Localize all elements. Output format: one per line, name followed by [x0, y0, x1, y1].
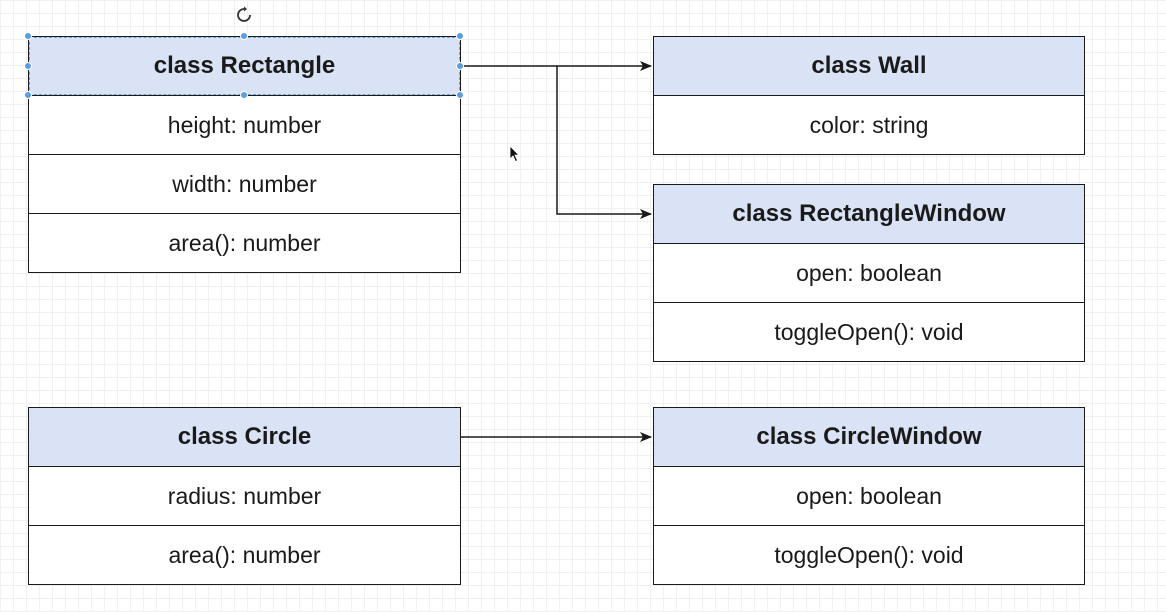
- class-wall-member[interactable]: color: string: [654, 95, 1084, 154]
- class-circle[interactable]: class Circle radius: number area(): numb…: [28, 407, 461, 585]
- resize-handle-middle-left[interactable]: [24, 62, 32, 70]
- resize-handle-bottom-right[interactable]: [456, 91, 464, 99]
- class-rectangle-member[interactable]: height: number: [29, 95, 460, 154]
- resize-handle-middle-right[interactable]: [456, 62, 464, 70]
- resize-handle-top-left[interactable]: [24, 32, 32, 40]
- resize-handle-top-center[interactable]: [240, 32, 248, 40]
- class-rectangle-member[interactable]: area(): number: [29, 213, 460, 272]
- class-wall-title[interactable]: class Wall: [654, 37, 1084, 95]
- mouse-pointer-icon: [509, 145, 520, 163]
- class-circle-window[interactable]: class CircleWindow open: boolean toggleO…: [653, 407, 1085, 585]
- resize-handle-bottom-left[interactable]: [24, 91, 32, 99]
- class-circle-title[interactable]: class Circle: [29, 408, 460, 466]
- class-rectangle-window-title[interactable]: class RectangleWindow: [654, 185, 1084, 243]
- class-rectangle-window[interactable]: class RectangleWindow open: boolean togg…: [653, 184, 1085, 362]
- class-rectangle-window-member[interactable]: open: boolean: [654, 243, 1084, 302]
- rotate-icon[interactable]: [235, 6, 253, 24]
- class-circle-window-title[interactable]: class CircleWindow: [654, 408, 1084, 466]
- connector-rectangle-to-rectangle-window[interactable]: [556, 66, 652, 219]
- class-circle-member[interactable]: area(): number: [29, 525, 460, 584]
- resize-handle-bottom-center[interactable]: [240, 91, 248, 99]
- class-rectangle[interactable]: class Rectangle height: number width: nu…: [28, 36, 461, 273]
- class-rectangle-window-member[interactable]: toggleOpen(): void: [654, 302, 1084, 361]
- class-wall[interactable]: class Wall color: string: [653, 36, 1085, 155]
- class-circle-window-member[interactable]: toggleOpen(): void: [654, 525, 1084, 584]
- resize-handle-top-right[interactable]: [456, 32, 464, 40]
- class-rectangle-member[interactable]: width: number: [29, 154, 460, 213]
- class-circle-member[interactable]: radius: number: [29, 466, 460, 525]
- class-circle-window-member[interactable]: open: boolean: [654, 466, 1084, 525]
- class-rectangle-title[interactable]: class Rectangle: [29, 37, 460, 95]
